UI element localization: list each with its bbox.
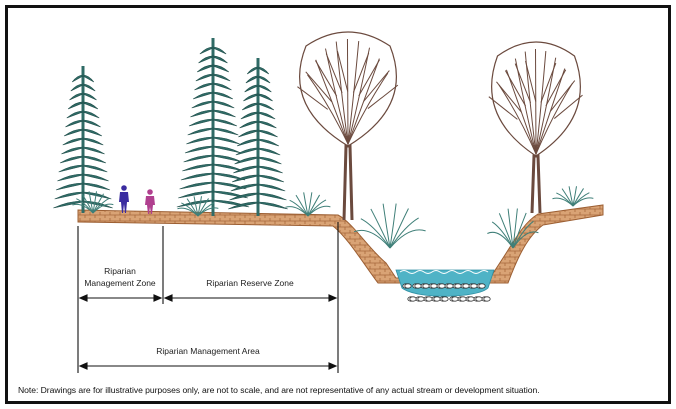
zone1-label-line1: Riparian [104,266,136,276]
conifer-tree [228,58,287,216]
rock [471,284,477,288]
person-left-icon [119,185,129,213]
rock [405,284,411,288]
diagram-frame: Riparian Management Zone Riparian Reserv… [5,5,671,404]
area-label: Riparian Management Area [156,346,260,356]
zone2-label: Riparian Reserve Zone [206,278,294,288]
rock [463,284,469,288]
rock [452,297,458,301]
disclaimer-note: Note: Drawings are for illustrative purp… [18,385,662,395]
rock [426,297,432,301]
rock [415,284,421,288]
stream-water [396,270,494,296]
deciduous-tree [297,32,397,220]
conifer-tree [53,66,112,213]
rock [484,297,490,301]
rock [423,284,429,288]
shrub [285,192,330,216]
person-right-icon [145,189,155,214]
zone1-label-line2: Management Zone [84,278,156,288]
rock [468,297,474,301]
rock [455,284,461,288]
rock [479,284,485,288]
rock [476,297,482,301]
rock [442,297,448,301]
rock [447,284,453,288]
rock [431,284,437,288]
shrub [552,186,593,206]
deciduous-tree [489,42,583,213]
rock [418,297,424,301]
rock [434,297,440,301]
rock [439,284,445,288]
rock [410,297,416,301]
riparian-scene: Riparian Management Zone Riparian Reserv… [8,8,668,401]
rock [460,297,466,301]
